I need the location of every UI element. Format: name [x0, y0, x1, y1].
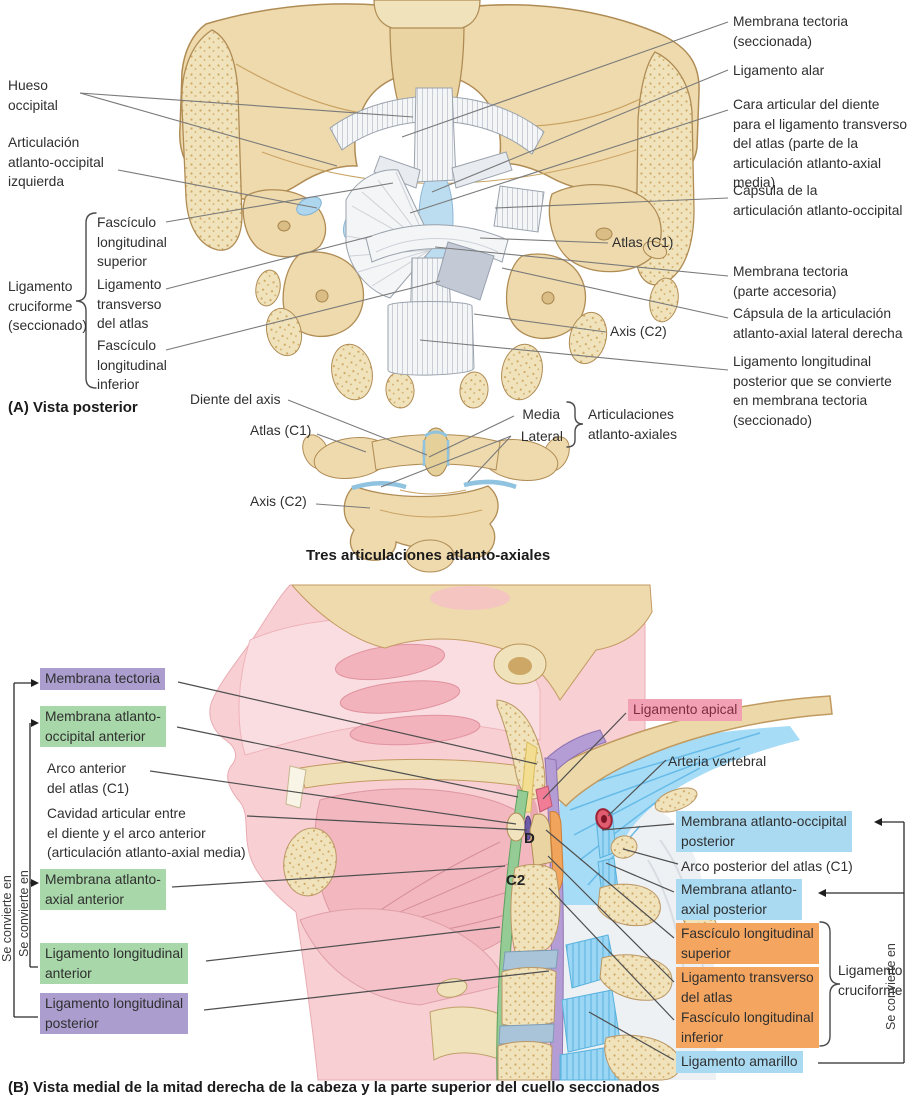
highlight-membrana-ao-anterior: Membrana atlanto- occipital anterior — [40, 706, 166, 748]
label-lig-long-anterior: Ligamento longitudinal anterior — [40, 943, 189, 985]
label-fasciculo-superior-a: Fascículo longitudinal superior — [97, 215, 167, 270]
label-ligamento-cruciforme-a: Ligamento cruciforme (seccionado) — [8, 279, 87, 334]
panel-b-caption: (B) Vista medial de la mitad derecha de … — [8, 1079, 660, 1096]
panel-b-illustration — [209, 584, 833, 1081]
highlight-lig-long-posterior: Ligamento longitudinal posterior — [40, 993, 189, 1035]
label-cavidad-articular: Cavidad articular entre el diente y el a… — [47, 806, 246, 861]
convert-connectors — [13, 682, 905, 1064]
panel-a-caption: (A) Vista posterior — [8, 399, 138, 416]
inset-atlantoaxial-illustration — [302, 427, 570, 573]
label-hueso-occipital: Hueso occipital — [8, 78, 58, 113]
label-media: Media — [522, 407, 560, 422]
label-lig-long-posterior-a: Ligamento longitudinal posterior que se … — [733, 354, 892, 428]
label-fasciculo-inferior-a: Fascículo longitudinal inferior — [97, 338, 167, 393]
label-lig-long-posterior-b: Ligamento longitudinal posterior — [40, 993, 189, 1035]
highlight-membrana-aa-posterior: Membrana atlanto- axial posterior — [676, 879, 802, 921]
label-ligamento-transverso-a: Ligamento transverso del atlas — [97, 277, 162, 332]
label-c2-body: C2 — [506, 872, 526, 889]
label-fasciculo-inferior-b: Fascículo longitudinal inferior — [676, 1007, 819, 1049]
highlight-ligamento-amarillo: Ligamento amarillo — [676, 1051, 803, 1073]
label-arteria-vertebral: Arteria vertebral — [668, 754, 767, 769]
label-membrana-tectoria-accesoria: Membrana tectoria (parte accesoria) — [733, 264, 849, 299]
label-membrana-ao-posterior: Membrana atlanto-occipital posterior — [676, 811, 852, 853]
label-ligamento-transverso-b: Ligamento transverso del atlas — [676, 967, 819, 1009]
highlight-lig-long-anterior: Ligamento longitudinal anterior — [40, 943, 189, 985]
braces — [75, 212, 841, 1047]
label-se-convierte-left-2: Se convierte en — [17, 870, 31, 958]
label-atlas-c1-inset: Atlas (C1) — [250, 423, 312, 438]
label-arco-anterior: Arco anterior del atlas (C1) — [47, 761, 130, 796]
label-se-convierte-right: Se convierte en — [884, 943, 898, 1031]
panel-b-leader-lines — [149, 681, 679, 1061]
label-membrana-tectoria-b: Membrana tectoria — [40, 668, 166, 690]
label-axis-c2-inset: Axis (C2) — [250, 494, 307, 509]
inset-caption: Tres articulaciones atlanto-axiales — [306, 547, 551, 564]
label-membrana-ao-anterior: Membrana atlanto- occipital anterior — [40, 706, 166, 748]
label-ligamento-amarillo: Ligamento amarillo — [676, 1051, 803, 1073]
highlight-fasciculo-inferior: Fascículo longitudinal inferior — [676, 1007, 819, 1049]
highlight-membrana-ao-posterior: Membrana atlanto-occipital posterior — [676, 811, 852, 853]
label-dens-d: D — [524, 830, 535, 847]
label-diente-del-axis: Diente del axis — [190, 392, 281, 407]
label-arco-posterior: Arco posterior del atlas (C1) — [681, 859, 853, 874]
label-se-convierte-left-1: Se convierte en — [0, 875, 14, 963]
label-fasciculo-superior-b: Fascículo longitudinal superior — [676, 923, 819, 965]
label-membrana-tectoria-seccionada: Membrana tectoria (seccionada) — [733, 14, 849, 49]
label-membrana-aa-anterior: Membrana atlanto- axial anterior — [40, 869, 166, 911]
label-articulacion-ao-izquierda: Articulación atlanto-occipital izquierda — [8, 135, 104, 190]
label-axis-c2-a: Axis (C2) — [610, 324, 667, 339]
label-capsula-atlanto-occipital: Cápsula de la articulación atlanto-occip… — [733, 183, 903, 218]
label-membrana-aa-posterior: Membrana atlanto- axial posterior — [676, 879, 802, 921]
arrowheads — [31, 679, 882, 897]
label-capsula-aa-lateral: Cápsula de la articulación atlanto-axial… — [733, 306, 903, 341]
panel-a-illustration — [178, 0, 700, 409]
label-ligamento-apical: Ligamento apical — [628, 699, 743, 721]
label-ligamento-alar: Ligamento alar — [733, 63, 825, 78]
panel-a-leader-lines — [79, 21, 729, 509]
highlight-membrana-tectoria: Membrana tectoria — [40, 668, 166, 690]
label-lateral: Lateral — [520, 429, 563, 444]
label-articulaciones-atlanto-axiales: Articulaciones atlanto-axiales — [588, 407, 677, 442]
highlight-membrana-aa-anterior: Membrana atlanto- axial anterior — [40, 869, 166, 911]
highlight-fasciculo-superior: Fascículo longitudinal superior — [676, 923, 819, 965]
label-ligamento-cruciforme-b: Ligamento cruciforme — [838, 963, 903, 998]
label-atlas-c1-a: Atlas (C1) — [612, 235, 674, 250]
highlight-ligamento-apical: Ligamento apical — [628, 699, 743, 721]
label-cara-articular: Cara articular del diente para el ligame… — [733, 97, 908, 191]
highlight-ligamento-transverso: Ligamento transverso del atlas — [676, 967, 819, 1009]
